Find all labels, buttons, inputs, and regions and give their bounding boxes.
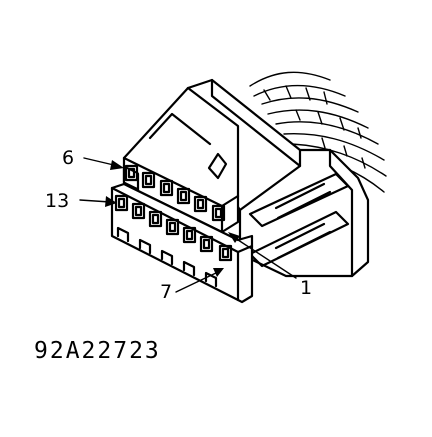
wire-bundle: [249, 71, 387, 193]
arrow-head-pin-7: [213, 268, 224, 277]
arrow-head-pin-1: [228, 232, 240, 243]
leader-arrow-pin-7: [175, 271, 219, 293]
arrow-head-pin-13: [105, 196, 117, 207]
pin-label-1: 1: [300, 277, 312, 299]
leader-arrows: [79, 157, 297, 293]
upper-terminals: [124, 164, 226, 222]
side-latches: [248, 172, 350, 268]
pin-label-6: 6: [62, 147, 74, 169]
arrow-head-pin-6: [110, 160, 124, 170]
figure-reference-code: 92A22723: [34, 338, 161, 364]
leader-line-pin-1: [231, 235, 297, 279]
leader-arrow-pin-13: [79, 199, 111, 203]
pin-label-13: 13: [45, 190, 69, 212]
pin-label-7: 7: [160, 281, 172, 303]
lower-terminals: [114, 194, 233, 262]
